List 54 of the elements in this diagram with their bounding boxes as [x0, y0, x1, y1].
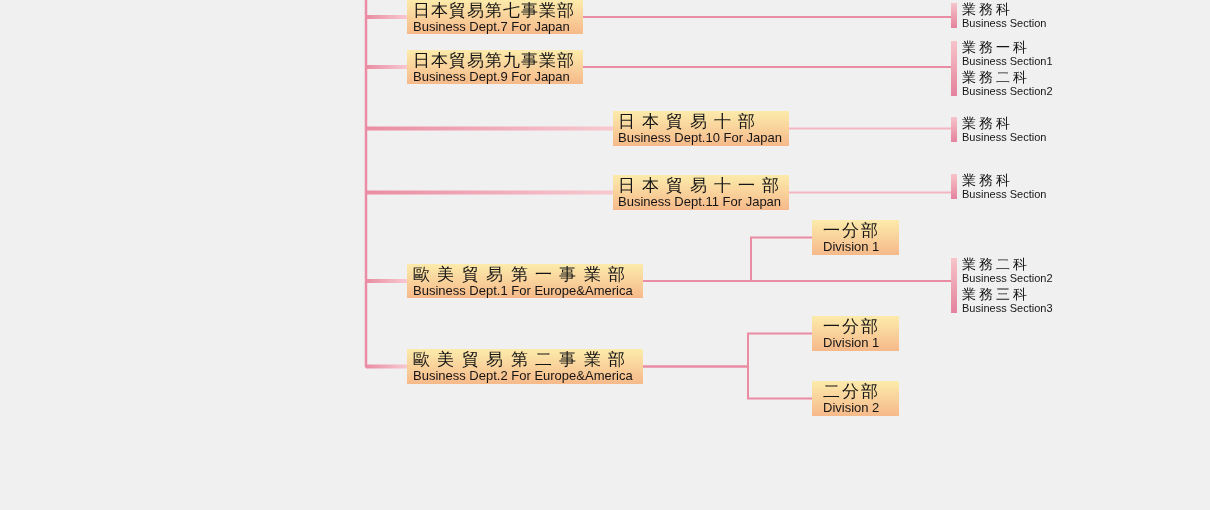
department-title: 歐美貿易第一事業部 [413, 266, 633, 284]
section-title: 業務一科 [962, 40, 1030, 55]
department-subtitle: Business Dept.11 For Japan [618, 195, 782, 209]
division-subtitle: Division 2 [823, 401, 880, 415]
branch-line [366, 65, 407, 69]
department-title: 日本貿易十一部 [618, 177, 786, 195]
department-box [407, 50, 583, 84]
division-subtitle: Division 1 [823, 240, 880, 254]
section-title: 業務二科 [962, 70, 1030, 85]
department-subtitle: Business Dept.10 For Japan [618, 131, 783, 145]
division-subtitle: Division 1 [823, 336, 880, 350]
section-subtitle: Business Section2 [962, 272, 1053, 284]
division-title: 一分部 [823, 318, 880, 336]
department-box [407, 264, 643, 298]
section-title: 業務科 [962, 2, 1013, 17]
department-title: 日本貿易第九事業部 [413, 52, 575, 70]
bracket-connector [788, 174, 957, 199]
section-title: 業務三科 [962, 287, 1030, 302]
division-box [812, 316, 899, 351]
section-title: 業務科 [962, 116, 1013, 131]
branch-line [366, 190, 613, 195]
division-box [812, 381, 899, 416]
section-subtitle: Business Section2 [962, 85, 1053, 97]
bracket-connector [582, 3, 957, 28]
trunk-line [364, 0, 368, 368]
department-title: 日本貿易第七事業部 [413, 2, 575, 20]
section-subtitle: Business Section3 [962, 302, 1053, 314]
department-box [407, 349, 643, 384]
division-title: 二分部 [823, 383, 880, 401]
department-box [613, 175, 789, 210]
branch-line [366, 15, 407, 19]
bracket-connector [788, 117, 957, 142]
section-subtitle: Business Section [962, 131, 1047, 143]
section-subtitle: Business Section [962, 188, 1047, 200]
department-subtitle: Business Dept.2 For Europe&America [413, 369, 633, 383]
department-subtitle: Business Dept.1 For Europe&America [413, 284, 633, 298]
section-title: 業務二科 [962, 257, 1030, 272]
connector-line [642, 365, 813, 400]
division-title: 一分部 [823, 222, 880, 240]
department-subtitle: Business Dept.7 For Japan [413, 20, 570, 34]
connector-line [642, 236, 813, 282]
branch-line [366, 279, 407, 283]
division-box [812, 220, 899, 255]
department-box [613, 111, 789, 146]
section-title: 業務科 [962, 173, 1013, 188]
bracket-connector [582, 41, 957, 96]
section-subtitle: Business Section [962, 17, 1047, 29]
department-title: 歐美貿易第二事業部 [413, 351, 633, 369]
department-box [407, 0, 583, 34]
department-title: 日本貿易十部 [618, 113, 762, 131]
branch-line [366, 364, 407, 369]
branch-line [366, 126, 613, 131]
department-subtitle: Business Dept.9 For Japan [413, 70, 570, 84]
section-subtitle: Business Section1 [962, 55, 1053, 67]
